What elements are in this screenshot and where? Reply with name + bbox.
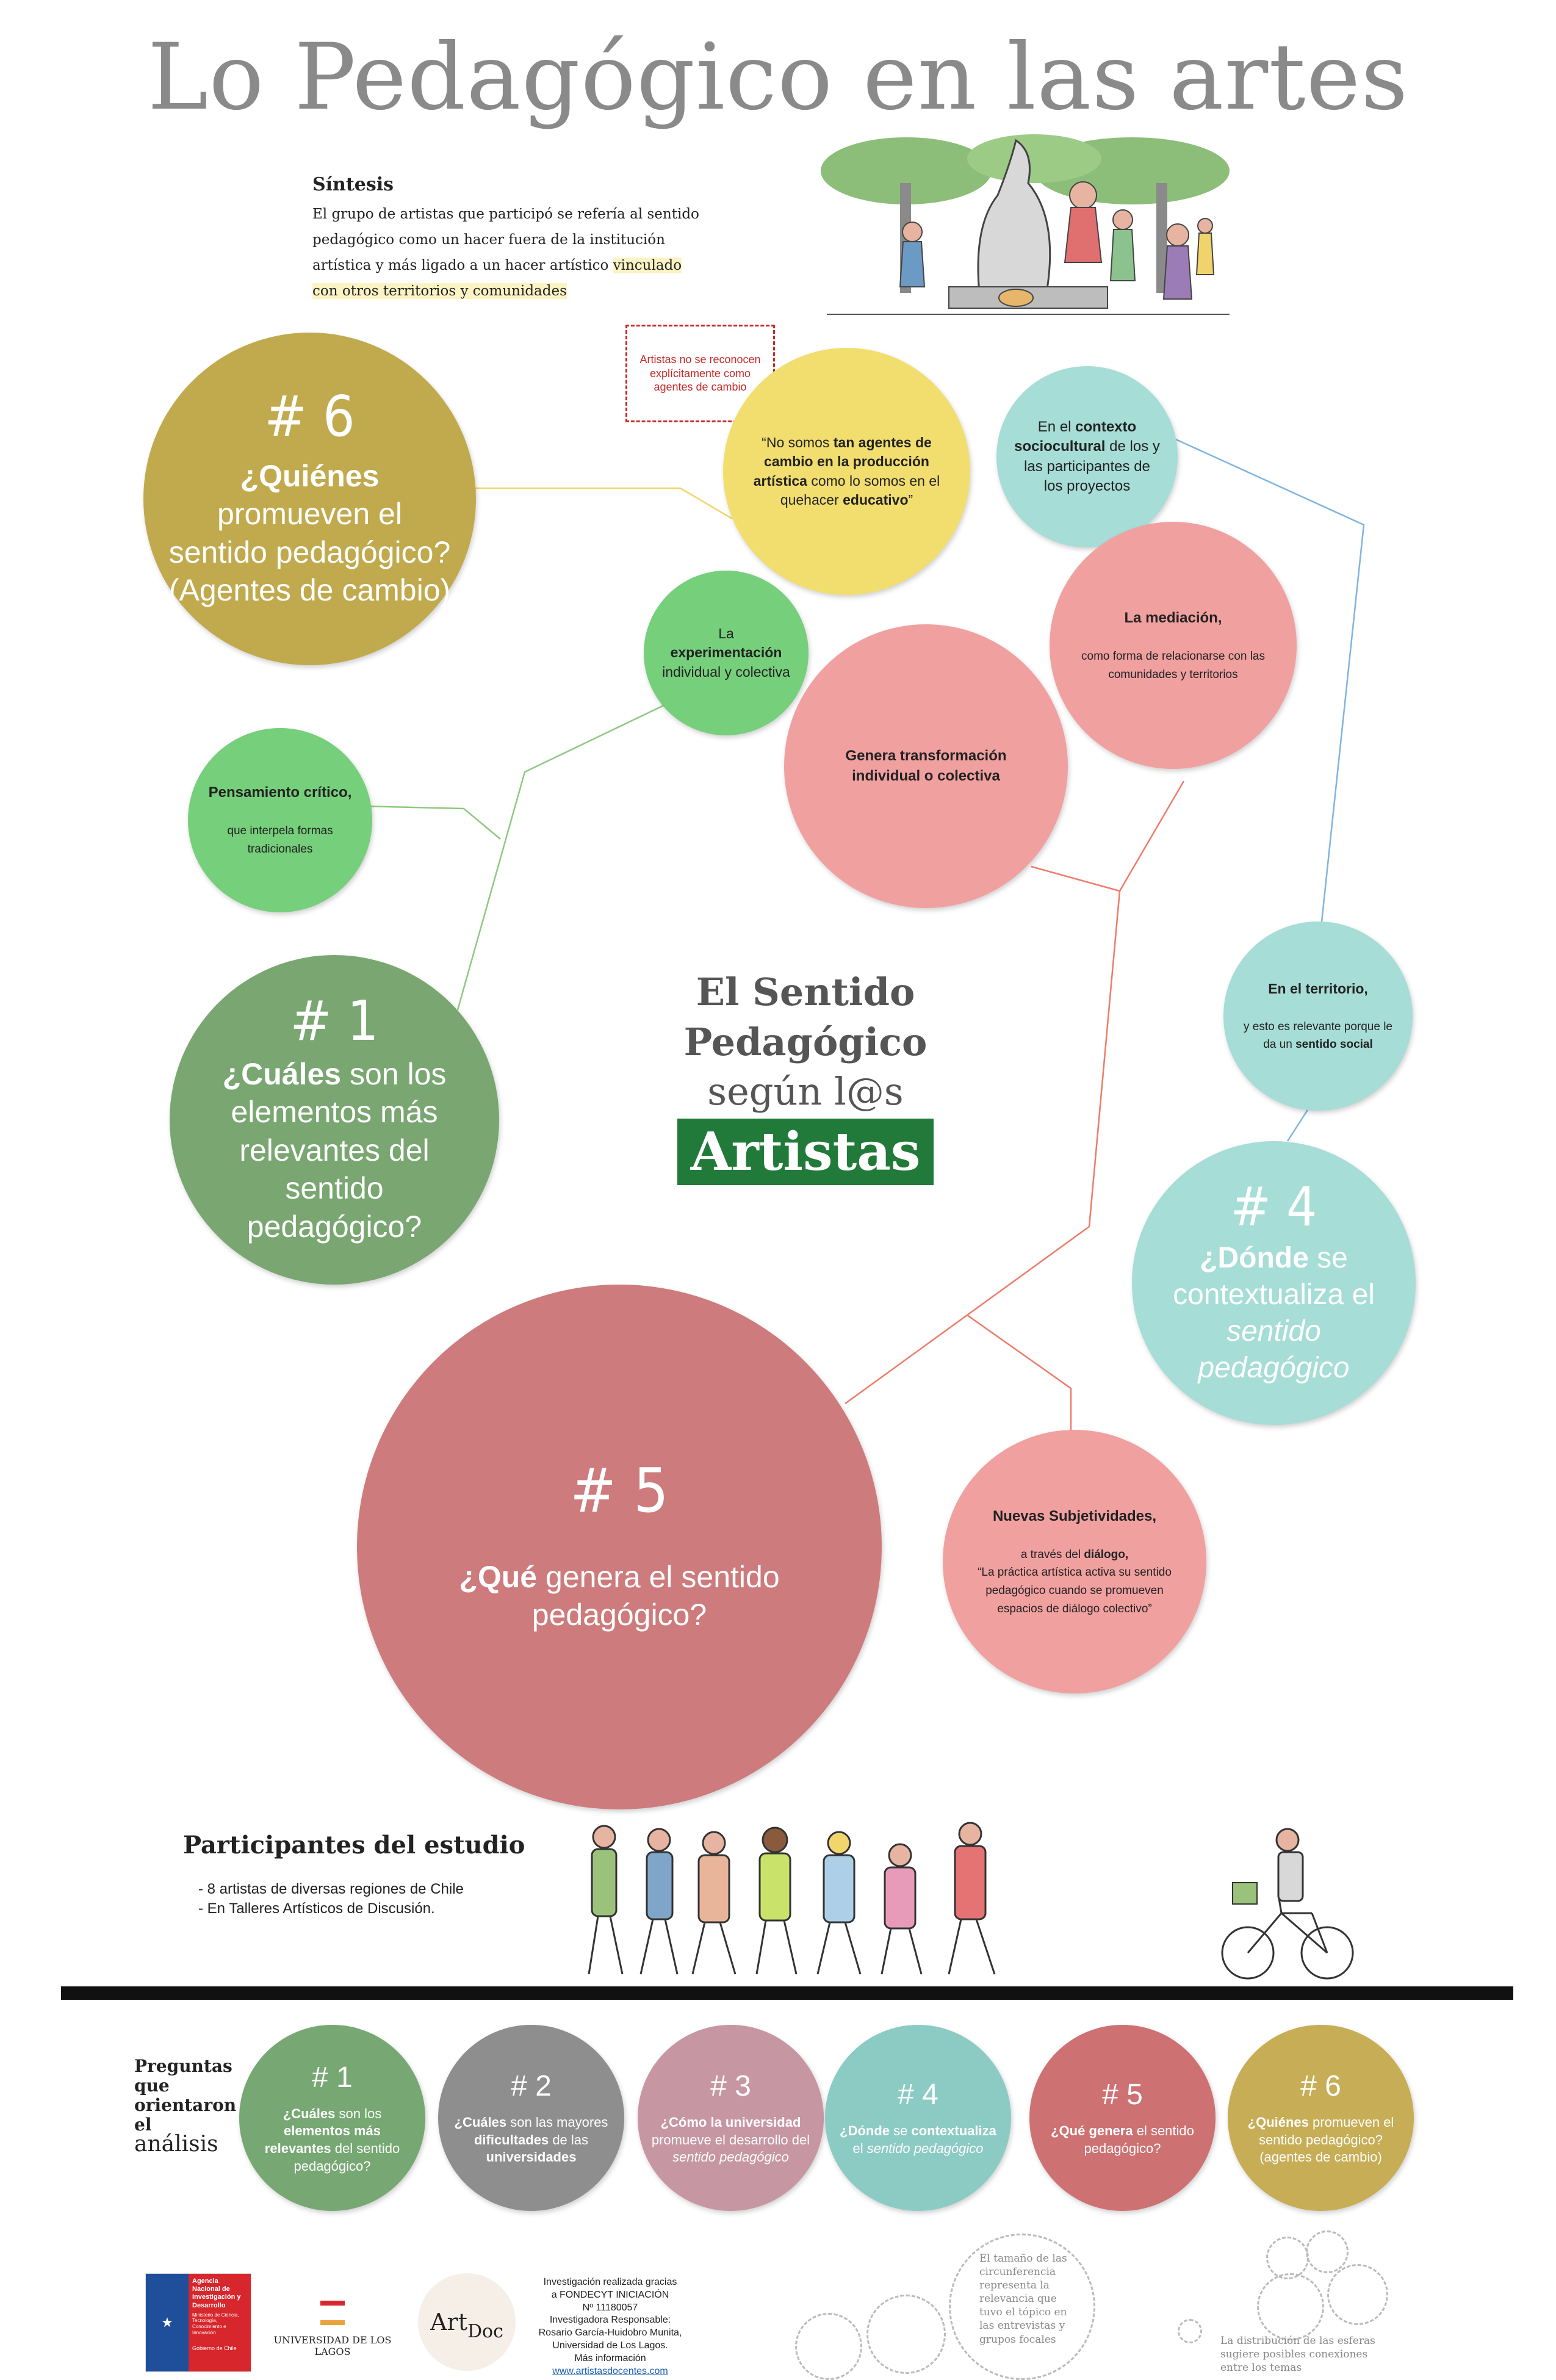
subjectivities-bubble: Nuevas Subjetividades,a través del diálo… [943, 1430, 1206, 1693]
synthesis-heading: Síntesis [312, 174, 394, 195]
connector-pensamiento [338, 804, 501, 840]
connector-experimentacion-q1 [456, 701, 672, 1011]
quote-text: “No somos tan agentes de cambio en la pr… [753, 435, 940, 508]
bottom-question-5: # 5 ¿Qué genera el sentido pedagógico? [1029, 2025, 1216, 2211]
artistas-badge: Artistas [677, 1119, 934, 1185]
question-5-bubble: # 5 ¿Qué genera el sentido pedagógico? [357, 1285, 882, 1809]
connector-q6-quote [470, 487, 733, 520]
walking-people-illustration [588, 1822, 996, 1975]
center-title: El Sentido Pedagógico según l@s Artistas [659, 967, 952, 1185]
mediation-text: La mediación,como forma de relacionarse … [1081, 609, 1265, 681]
dashed-circle [1306, 2230, 1349, 2273]
question-number: # 4 [1230, 1175, 1317, 1238]
distribution-note: La distribución de las esferas sugiere p… [1220, 2335, 1375, 2375]
chile-shield-icon: ★ [146, 2274, 189, 2371]
participants-title: Participantes del estudio [183, 1831, 525, 1859]
critical-thinking-text: Pensamiento crítico,que interpela formas… [208, 784, 352, 856]
question-text: ¿Qué genera el sentido pedagógico? [459, 1559, 780, 1632]
connector-subjetividades [967, 1314, 1072, 1431]
ground-divider [61, 1986, 1513, 2000]
page-title: Lo Pedagógico en las artes [147, 24, 1409, 131]
ulagos-logo: UNIVERSIDAD DE LOS LAGOS [259, 2301, 406, 2357]
critical-thinking-bubble: Pensamiento crítico,que interpela formas… [188, 728, 372, 912]
question-4-bubble: # 4 ¿Dónde se contextualiza el sentido p… [1132, 1141, 1416, 1425]
context-bubble: En el contexto sociocultural de los y la… [996, 366, 1178, 547]
park-sculpture-illustration [821, 134, 1230, 315]
list-item: - 8 artistas de diversas regiones de Chi… [198, 1881, 464, 1897]
connector-contexto-territorio [1162, 432, 1365, 928]
territory-bubble: En el territorio,y esto es relevante por… [1223, 921, 1413, 1111]
question-1-bubble: # 1 ¿Cuáles son los elementos más releva… [170, 955, 499, 1285]
question-number: # 6 [264, 383, 355, 449]
dashed-circle [1257, 2273, 1324, 2340]
connector-transformacion [1031, 865, 1120, 892]
territory-text: En el territorio,y esto es relevante por… [1244, 980, 1392, 1051]
guiding-questions-label: Preguntas que orientaron el análisis [134, 2056, 237, 2157]
size-note: El tamaño de las circunferencia represen… [979, 2252, 1067, 2346]
agents-note-box: Artistas no se reconocen explícitamente … [625, 325, 775, 422]
question-number: # 5 [570, 1454, 669, 1526]
transformation-text: Genera transformación individual o colec… [845, 748, 1007, 784]
list-item: - En Talleres Artísticos de Discusión. [198, 1900, 435, 1917]
quote-bubble: “No somos tan agentes de cambio en la pr… [723, 348, 970, 595]
bottom-question-6: # 6 ¿Quiénes promueven el sentido pedagó… [1228, 2025, 1414, 2211]
mediation-bubble: La mediación,como forma de relacionarse … [1050, 522, 1297, 769]
bottom-question-1: # 1 ¿Cuáles son los elementos más releva… [239, 2025, 425, 2211]
question-text: ¿Cuáles son los elementos más relevantes… [222, 1056, 447, 1244]
website-link[interactable]: www.artistasdocentes.com [552, 2365, 668, 2376]
synthesis-text: El grupo de artistas que participó se re… [312, 206, 699, 299]
bottom-question-2: # 2 ¿Cuáles son las mayores dificultades… [438, 2025, 624, 2211]
question-number: # 1 [290, 989, 379, 1053]
bottom-question-3: # 3 ¿Cómo la universidad promueve el des… [638, 2025, 824, 2211]
dashed-circle [949, 2234, 1095, 2380]
dashed-circle [795, 2313, 862, 2380]
question-text: ¿Dónde se contextualiza el sentido pedag… [1173, 1241, 1375, 1384]
ulagos-emblem-icon [320, 2301, 345, 2325]
context-text: En el contexto sociocultural de los y la… [1014, 418, 1160, 494]
bottom-question-4: # 4 ¿Dónde se contextualiza el sentido p… [825, 2025, 1011, 2211]
transformation-bubble: Genera transformación individual o colec… [784, 624, 1068, 908]
anid-logo: ★ Agencia Nacional de Investigación y De… [145, 2273, 251, 2372]
dashed-circle [1178, 2319, 1202, 2343]
dashed-circle [1327, 2264, 1388, 2325]
credits: Investigación realizada gracias a FONDEC… [538, 2277, 682, 2376]
participants-list: - 8 artistas de diversas regiones de Chi… [198, 1880, 464, 1919]
subjectivities-text: Nuevas Subjetividades,a través del diálo… [978, 1507, 1172, 1615]
dashed-circle [866, 2295, 946, 2374]
cyclist-illustration [1221, 1828, 1354, 1980]
